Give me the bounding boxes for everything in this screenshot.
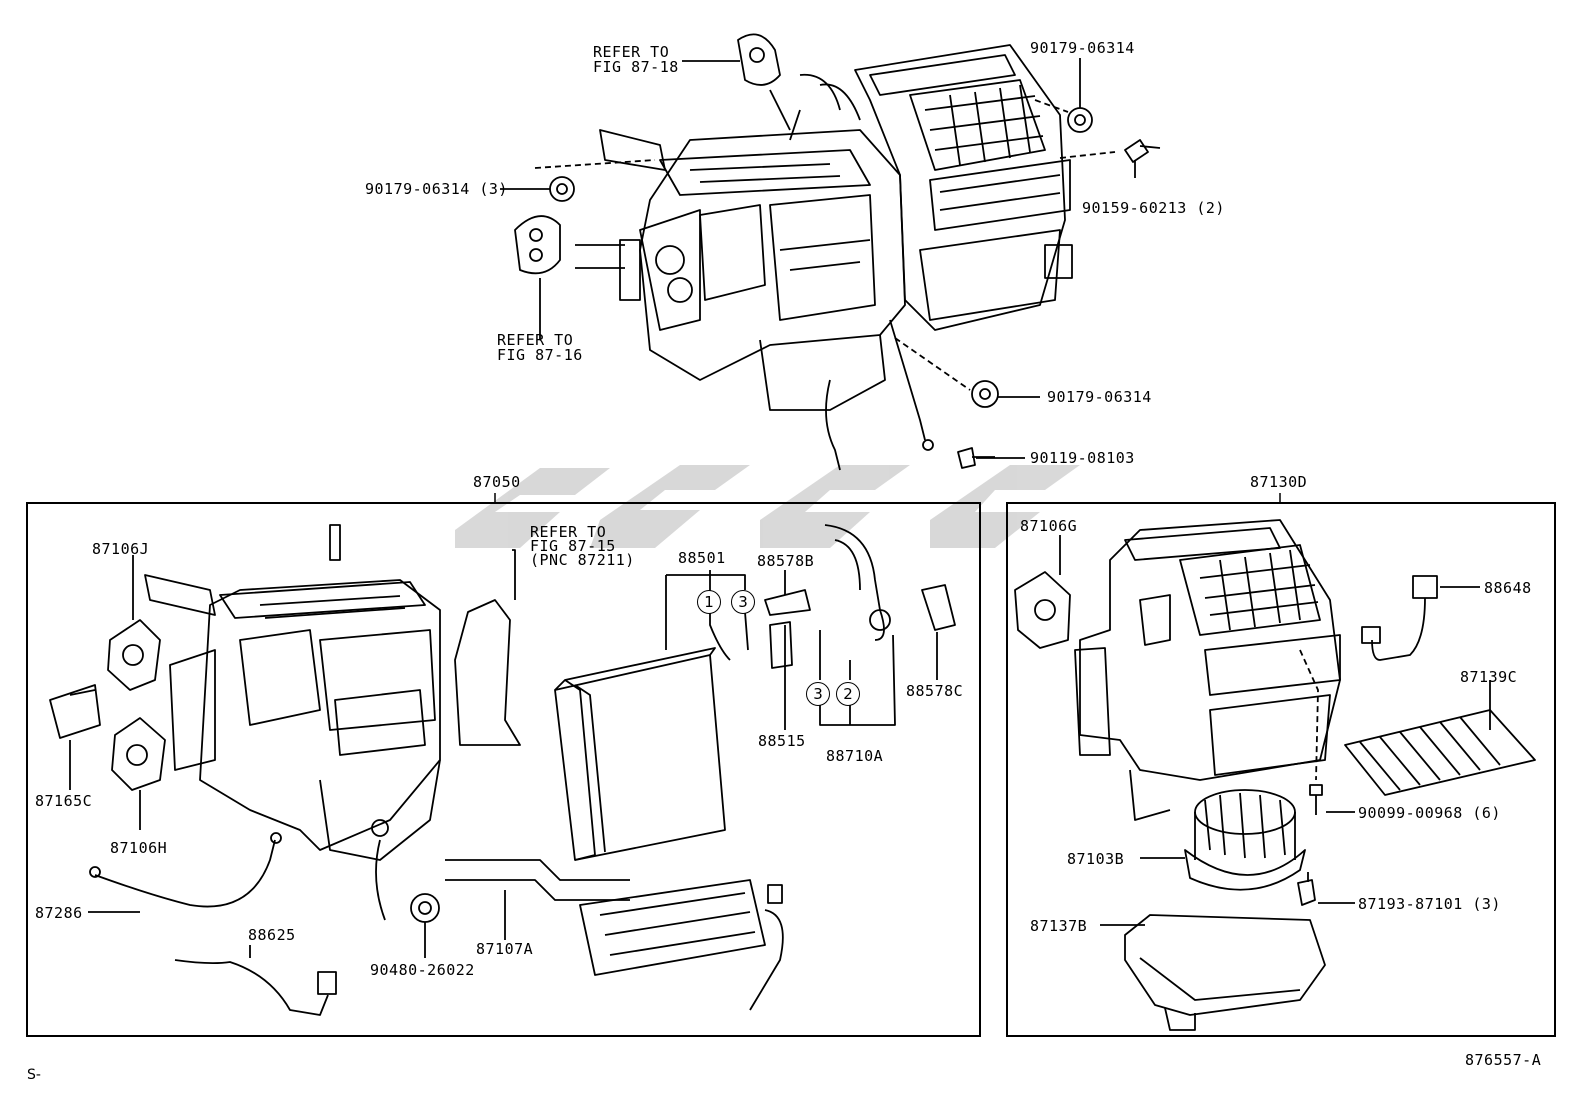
box-87130D-title: 87130D: [1250, 473, 1308, 491]
part-87106G: 87106G: [1020, 517, 1078, 535]
refer-fig-87-16-label: REFER TO FIG 87-16: [497, 331, 583, 364]
part-90480-26022: 90480-26022: [370, 961, 475, 979]
part-87165C: 87165C: [35, 792, 93, 810]
blower-motor-87103B: [1184, 789, 1306, 891]
box-87050: [26, 502, 981, 1037]
hvac-unit-top: [575, 44, 1073, 471]
harness-88625: [174, 959, 337, 1016]
watermark-logo: [455, 465, 1080, 548]
part-87286: 87286: [35, 904, 83, 922]
heater-case: [144, 524, 441, 921]
bracket-87-15: [454, 599, 521, 746]
part-87107A: 87107A: [476, 940, 534, 958]
servo-87106G: [1014, 571, 1071, 649]
part-90099-00968-6: 90099-00968 (6): [1358, 804, 1501, 822]
part-87106H: 87106H: [110, 839, 168, 857]
refer-fig-87-15-label: REFER TO FIG 87-15 (PNC 87211): [530, 523, 635, 569]
heater-core-87107A: [445, 859, 784, 1011]
circle-marker-1: 1: [697, 590, 721, 614]
screw-87193: [1297, 872, 1316, 906]
blower-case: [1074, 519, 1341, 821]
refer-fig-87-18-label: REFER TO FIG 87-18: [593, 43, 679, 76]
circle-marker-3b: 3: [806, 682, 830, 706]
insulator-88578C: [921, 584, 956, 631]
resistor-87165C: [49, 684, 101, 739]
part-88578B: 88578B: [757, 552, 815, 570]
circle-marker-3a: 3: [731, 590, 755, 614]
insulator-88578B: [764, 589, 811, 616]
bolt-icon: [957, 139, 1161, 469]
part-88710A: 88710A: [826, 747, 884, 765]
grommet-87-16: [514, 215, 561, 275]
harness-87286: [89, 832, 282, 908]
part-88625: 88625: [248, 926, 296, 944]
pipe-88710A: [824, 524, 891, 641]
blower-lower-case-87137B: [1124, 914, 1326, 1031]
part-90179-06314-top: 90179-06314: [1030, 39, 1135, 57]
box-87050-title: 87050: [473, 473, 521, 491]
part-87137B: 87137B: [1030, 917, 1088, 935]
nut-icon: [549, 107, 1093, 408]
part-88578C: 88578C: [906, 682, 964, 700]
grommet-87-18: [737, 33, 781, 86]
figure-code: 876557-A: [1465, 1051, 1542, 1069]
part-88501: 88501: [678, 549, 726, 567]
part-88515: 88515: [758, 732, 806, 750]
servo-87106H: [111, 717, 166, 791]
valve-88515: [769, 621, 793, 669]
grommet-90480: [410, 893, 440, 923]
part-90119-08103: 90119-08103: [1030, 449, 1135, 467]
part-87103B: 87103B: [1067, 850, 1125, 868]
servo-87106J: [107, 619, 161, 691]
part-90159-60213-2: 90159-60213 (2): [1082, 199, 1225, 217]
box-87130D: [1006, 502, 1556, 1037]
circle-marker-2: 2: [836, 682, 860, 706]
evaporator-88501: [554, 647, 726, 861]
part-87193-87101-3: 87193-87101 (3): [1358, 895, 1501, 913]
screw-90099: [1309, 784, 1323, 815]
part-88648: 88648: [1484, 579, 1532, 597]
footer-mark: S-: [27, 1067, 41, 1083]
filter-87139C: [1344, 709, 1536, 796]
part-87139C: 87139C: [1460, 668, 1518, 686]
harness-88648: [1361, 575, 1438, 661]
part-90179-06314-mid: 90179-06314: [1047, 388, 1152, 406]
part-90179-06314-3: 90179-06314 (3): [365, 180, 508, 198]
part-87106J: 87106J: [92, 540, 150, 558]
